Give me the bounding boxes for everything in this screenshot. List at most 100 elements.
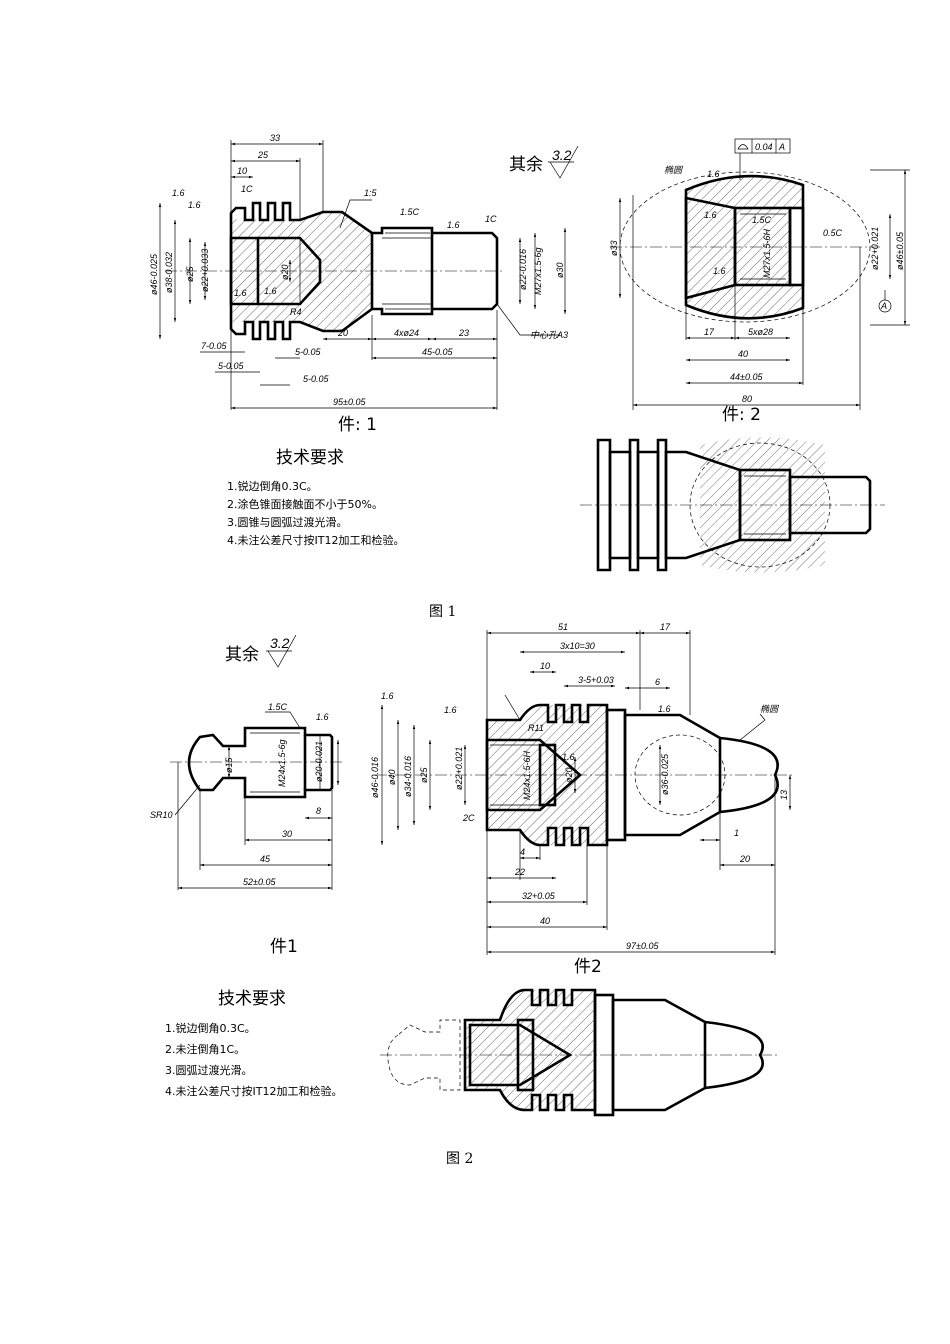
fig2-part1-label: 件1 <box>270 937 298 957</box>
fig2-p1-roughness-1-6: 1.6 <box>316 712 329 722</box>
fig2-p2-dim-phi22: ø22+0.021 <box>454 747 464 790</box>
fig2-req-item-2: 2.未注倒角1C。 <box>165 1042 245 1056</box>
fig2-part1-drawing: 1.5C 1.6 ø15 M24x1.5-6g ø20-0.021 SR10 8… <box>150 702 345 957</box>
fig2-tech-requirements: 技术要求 1.锐边倒角0.3C。 2.未注倒角1C。 3.圆弧过渡光滑。 4.未… <box>165 989 342 1098</box>
fig2-p1-dim-52: 52±0.05 <box>243 877 276 887</box>
fig1-part1-drawing: 33 25 10 1C 1.6 1.6 1:5 1.5C 1C 1.6 ø46-… <box>149 133 568 435</box>
roughness-1-6-e: 1.6 <box>264 286 277 296</box>
fig1-req-item-4: 4.未注公差尺寸按IT12加工和检验。 <box>227 533 404 547</box>
dim-5-b: 5-0.05 <box>295 347 322 357</box>
ellipse-label: 椭圆 <box>664 165 684 175</box>
dim-33: 33 <box>270 133 280 143</box>
p2-chamfer-1-5c: 1.5C <box>752 215 772 225</box>
dim-45: 45-0.05 <box>422 347 454 357</box>
fig2-p2-dim-phi34: ø34-0.016 <box>403 756 413 797</box>
fig1-part2-label: 件: 2 <box>722 405 761 425</box>
fig2-p2-dim-97: 97±0.05 <box>626 941 659 951</box>
fig1-part1-label: 件: 1 <box>338 415 377 435</box>
fig2-p2-dim-phi20: ø20 <box>564 767 574 783</box>
fig2-req-title: 技术要求 <box>218 989 286 1009</box>
fig1-part1-dimensions <box>158 140 567 410</box>
roughness-1-6-c: 1.6 <box>447 220 460 230</box>
fig2-p2-dim-phi40: ø40 <box>387 769 397 785</box>
fig2-p2-dim-phi36: ø36-0.025 <box>660 753 670 795</box>
fig2-p1-dim-phi20: ø20-0.021 <box>314 741 324 782</box>
fig2-p2-dim-22: 22 <box>514 867 525 877</box>
p2-dim-phi33: ø33 <box>609 240 619 256</box>
fig2-p2-dim-13: 13 <box>779 790 789 800</box>
fig1-caption: 图 1 <box>429 604 456 620</box>
fig2-assembly-view <box>380 988 780 1117</box>
radius-r4: R4 <box>290 307 302 317</box>
dim-5-c: 5-0.05 <box>303 374 330 384</box>
fig1-tech-requirements: 技术要求 1.锐边倒角0.3C。 2.涂色锥面接触面不小于50%。 3.圆锥与圆… <box>227 448 404 547</box>
p2-dim-44: 44±0.05 <box>730 372 763 382</box>
dim-20: 20 <box>337 328 348 338</box>
flatness-value: 0.04 <box>755 142 773 152</box>
fig2-p1-sr10: SR10 <box>150 810 173 820</box>
fig2-p2-radius-r11: R11 <box>528 723 544 733</box>
fig2-roughness-label: 其余 <box>225 645 259 665</box>
dim-phi46: ø46-0.025 <box>149 253 159 295</box>
dim-10: 10 <box>237 166 247 176</box>
roughness-1-6-d: 1.6 <box>234 288 247 298</box>
roughness-1-6-b: 1.6 <box>188 200 201 210</box>
roughness-symbol-icon <box>549 145 579 179</box>
p2-roughness-1-6-a: 1.6 <box>707 169 720 179</box>
fig2-p2-roughness-1-6-c: 1.6 <box>658 704 671 714</box>
fig2-p2-dim-3: 3-5+0.03 <box>578 675 614 685</box>
fig2-p2-dim-phi25: ø25 <box>419 766 429 783</box>
fig2-caption: 图 2 <box>446 1151 473 1167</box>
fig2-part2-drawing: 51 17 3x10=30 10 3-5+0.03 6 1.6 1.6 1.6 … <box>370 622 795 977</box>
fig2-part2-label: 件2 <box>574 957 602 977</box>
dim-phi30: ø30 <box>555 262 565 278</box>
center-hole-a3: 中心孔A3 <box>530 330 568 340</box>
p2-roughness-1-6-c: 1.6 <box>713 266 726 276</box>
fig2-p1-dim-phi15: ø15 <box>224 756 234 773</box>
fig2-p2-dim-40: 40 <box>540 916 550 926</box>
p2-dim-5xphi28: 5xø28 <box>748 327 773 337</box>
dim-phi25: ø25 <box>185 265 195 282</box>
figure1: 其余 3.2 <box>149 133 910 620</box>
dim-95: 95±0.05 <box>333 397 366 407</box>
fig1-req-item-3: 3.圆锥与圆弧过渡光滑。 <box>227 515 348 529</box>
fig2-p2-ellipse-label: 椭圆 <box>760 704 780 714</box>
fig1-roughness-note: 其余 3.2 <box>509 145 579 179</box>
flatness-icon <box>737 144 749 150</box>
fig2-p2-dim-32: 32+0.05 <box>522 891 556 901</box>
fig2-p2-dim-1: 1 <box>734 828 739 838</box>
fig2-p2-chamfer-2c: 2C <box>462 813 475 823</box>
fig2-p2-dim-6: 6 <box>655 677 660 687</box>
fig2-req-item-4: 4.未注公差尺寸按IT12加工和检验。 <box>165 1084 342 1098</box>
fig2-roughness-symbol-icon <box>267 634 297 668</box>
p2-dim-17: 17 <box>704 327 715 337</box>
fig2-p2-dim-17: 17 <box>660 622 671 632</box>
fig1-req-item-1: 1.锐边倒角0.3C。 <box>227 479 318 493</box>
p2-thread-m27: M27x1.5-6H <box>762 228 772 278</box>
fig1-part2-drawing: A 0.04 A 椭圆 1.6 1.6 1.6 1.5C 0.5C M27x1.… <box>609 138 910 425</box>
roughness-1-6-a: 1.6 <box>172 188 185 198</box>
fig2-p1-thread-m24: M24x1.5-6g <box>277 739 287 787</box>
chamfer-1-5c: 1.5C <box>400 207 420 217</box>
roughness-label: 其余 <box>509 155 543 175</box>
dim-phi22-shaft: ø22-0.016 <box>518 249 528 290</box>
chamfer-1c-b: 1C <box>485 214 497 224</box>
p2-roughness-1-6-b: 1.6 <box>704 210 717 220</box>
fig2-p2-dim-4: 4 <box>520 847 525 857</box>
p2-dim-80: 80 <box>742 394 752 404</box>
roughness-value: 3.2 <box>552 147 572 163</box>
fig2-p2-dim-phi46: ø46-0.016 <box>370 757 380 798</box>
fig2-roughness-value: 3.2 <box>270 635 290 651</box>
fig2-p1-dim-8: 8 <box>316 806 321 816</box>
fig2-p2-dim-51: 51 <box>558 622 568 632</box>
fig2-p2-dim-20: 20 <box>739 854 750 864</box>
fig2-p2-dim-10: 10 <box>540 661 550 671</box>
fig2-req-item-3: 3.圆弧过渡光滑。 <box>165 1063 253 1077</box>
fig2-roughness-note: 其余 3.2 <box>225 634 297 668</box>
fig2-p2-dim-3x10: 3x10=30 <box>560 641 595 651</box>
thread-m27: M27x1.5-6g <box>533 247 543 295</box>
p2-dim-40: 40 <box>738 349 748 359</box>
fig1-req-title: 技术要求 <box>276 448 344 468</box>
fig2-p1-chamfer-1-5c: 1.5C <box>268 702 288 712</box>
fig1-req-item-2: 2.涂色锥面接触面不小于50%。 <box>227 497 383 511</box>
